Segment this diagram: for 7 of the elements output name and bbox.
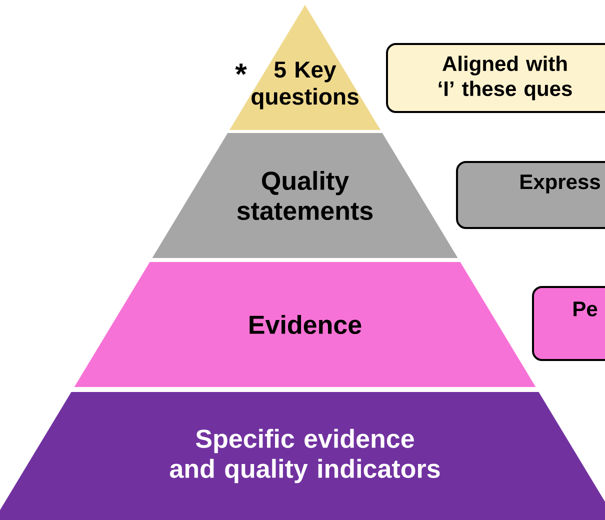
pyramid-level: Quality statements: [152, 133, 458, 258]
callout-box: Aligned with ‘I’ these ques: [386, 43, 605, 113]
asterisk: *: [235, 64, 247, 75]
pyramid-level: Evidence: [74, 262, 536, 387]
pyramid-level: Specific evidence and quality indicators: [0, 392, 605, 520]
callout-box: Express: [456, 161, 605, 229]
callout-box: Pe: [532, 286, 605, 361]
